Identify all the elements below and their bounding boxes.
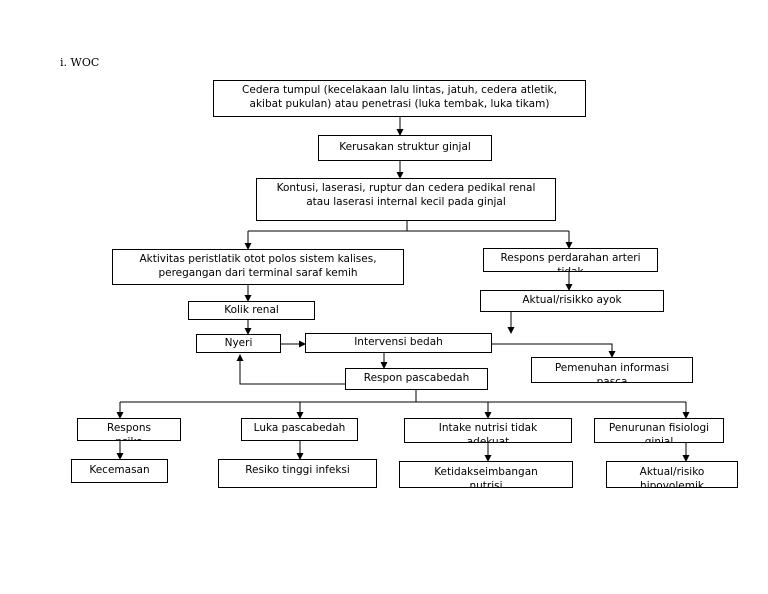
node-cedera: Cedera tumpul (kecelakaan lalu lintas, j… <box>213 80 586 117</box>
node-cedera-line1: Cedera tumpul (kecelakaan lalu lintas, j… <box>242 84 557 96</box>
node-aktual-risiko-line1: Aktual/risiko <box>639 466 705 478</box>
node-resiko-text: Resiko tinggi infeksi <box>245 464 350 476</box>
node-aktivitas-line1: Aktivitas peristlatik otot polos sistem … <box>139 253 377 265</box>
node-aktual-ayok: Aktual/risikko ayok <box>480 290 664 312</box>
node-ketidak: Ketidakseimbangan nutrisi <box>399 461 573 488</box>
arrow-intervensi-pemenuhan <box>492 343 616 358</box>
node-respons-line1: Respons <box>107 422 151 434</box>
node-kecemasan: Kecemasan <box>71 459 168 483</box>
node-aktual-risiko: Aktual/risiko hipovolemik <box>606 461 738 488</box>
node-intervensi-text: Intervensi bedah <box>354 336 443 348</box>
node-kolik-text: Kolik renal <box>224 304 279 316</box>
node-intervensi: Intervensi bedah <box>305 333 492 353</box>
node-intake: Intake nutrisi tidak adekuat <box>404 418 572 443</box>
node-respon-pascabedah: Respon pascabedah <box>345 368 488 390</box>
node-nyeri: Nyeri <box>196 334 281 353</box>
node-kontusi-line2: atau laserasi internal kecil pada ginjal <box>306 196 506 208</box>
node-luka: Luka pascabedah <box>241 418 358 441</box>
node-respons: Respons psiko <box>77 418 181 441</box>
node-penurunan: Penurunan fisiologi ginjal <box>594 418 724 443</box>
node-luka-text: Luka pascabedah <box>253 422 346 434</box>
node-ketidak-line2: nutrisi <box>469 480 503 488</box>
node-kerusakan-text: Kerusakan struktur ginjal <box>339 141 471 153</box>
node-penurunan-line1: Penurunan fisiologi <box>608 422 710 434</box>
node-respon-pascabedah-text: Respon pascabedah <box>363 372 470 384</box>
node-intake-line1: Intake nutrisi tidak <box>438 422 538 434</box>
node-respons-line2: psiko <box>78 435 180 440</box>
woc-heading: i. WOC <box>60 56 100 69</box>
node-aktual-risiko-line2: hipovolemik <box>640 480 704 488</box>
node-kerusakan: Kerusakan struktur ginjal <box>318 135 492 161</box>
node-kontusi: Kontusi, laserasi, ruptur dan cedera ped… <box>256 178 556 221</box>
node-aktual-ayok-text: Aktual/risikko ayok <box>522 294 622 306</box>
arrow-respon-nyeri <box>236 354 345 385</box>
node-respons-perdarahan-line1: Respons perdarahan arteri <box>500 252 641 264</box>
node-intake-line2: adekuat <box>466 436 510 443</box>
node-aktivitas: Aktivitas peristlatik otot polos sistem … <box>112 249 404 285</box>
node-kecemasan-text: Kecemasan <box>89 464 150 476</box>
node-respons-perdarahan: Respons perdarahan arteri tidak <box>483 248 658 272</box>
node-pemenuhan: Pemenuhan informasi pasca <box>531 357 693 383</box>
node-resiko: Resiko tinggi infeksi <box>218 459 377 488</box>
node-kolik: Kolik renal <box>188 301 315 320</box>
node-penurunan-line2: ginjal <box>644 436 674 443</box>
node-nyeri-text: Nyeri <box>224 337 253 349</box>
node-pemenuhan-line2: pasca <box>596 376 628 383</box>
node-cedera-line2: akibat pukulan) atau penetrasi (luka tem… <box>249 98 550 110</box>
node-pemenuhan-line1: Pemenuhan informasi <box>554 362 670 374</box>
node-respons-perdarahan-line2: tidak <box>557 266 584 272</box>
node-ketidak-line1: Ketidakseimbangan <box>434 466 538 478</box>
node-kontusi-line1: Kontusi, laserasi, ruptur dan cedera ped… <box>276 182 536 194</box>
node-aktivitas-line2: peregangan dari terminal saraf kemih <box>158 267 358 279</box>
